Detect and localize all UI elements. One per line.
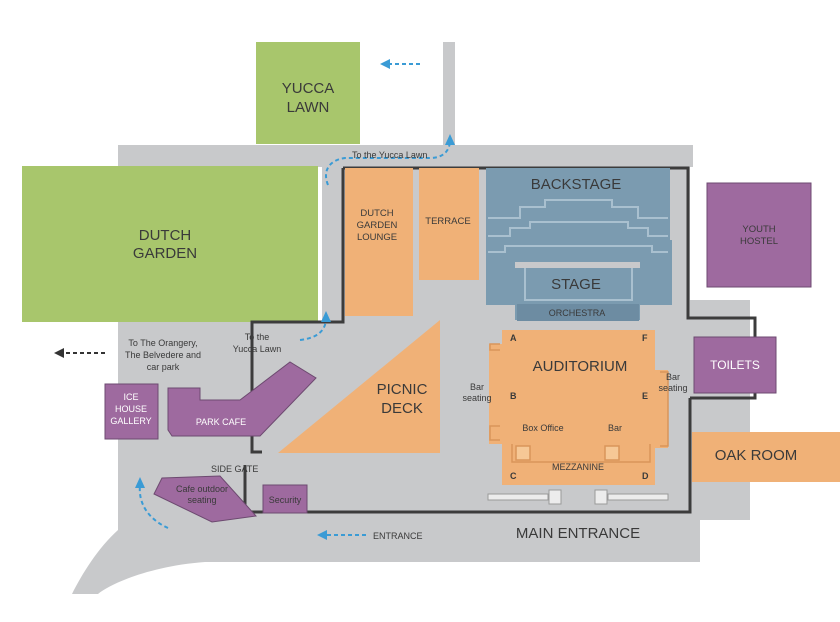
dutch-garden-area[interactable]	[22, 166, 318, 322]
toilets-area[interactable]	[693, 336, 777, 394]
dutch-garden-label-2: GARDEN	[133, 245, 197, 262]
path-to-yucca-lawn	[443, 42, 455, 148]
bar-seating-left-label-1: Bar	[470, 382, 484, 392]
top-path	[118, 145, 693, 167]
seat-letter-e: E	[642, 391, 648, 401]
yucca-lawn-area[interactable]	[256, 42, 360, 144]
main-entrance-road	[72, 518, 700, 594]
security-label: Security	[269, 495, 302, 505]
auditorium-label: AUDITORIUM	[533, 358, 628, 375]
seat-letters: A F B E C D	[510, 333, 649, 481]
cafe-seating-label-1: Cafe outdoor	[176, 484, 228, 494]
area-labels: YUCCA LAWN DUTCH GARDEN BACKSTAGE STAGE …	[110, 80, 797, 505]
youth-hostel-area[interactable]	[706, 182, 812, 288]
stage-steps	[488, 199, 668, 301]
seat-letter-d: D	[642, 471, 649, 481]
arrow-head-icon	[135, 477, 145, 488]
yucca-lawn-label-1: YUCCA	[282, 80, 335, 97]
purple-rooms	[104, 182, 812, 523]
security-area[interactable]	[262, 484, 308, 514]
arrow-head-icon	[380, 59, 390, 69]
seat-letter-c: C	[510, 471, 517, 481]
direction-labels: To the Yucca Lawn To the Yucca Lawn To T…	[125, 150, 640, 542]
arrow-head-icon	[317, 530, 327, 540]
ice-house-label-1: ICE	[123, 392, 138, 402]
entrance-label: ENTRANCE	[373, 531, 423, 541]
auditorium-inner-lines	[489, 343, 669, 463]
backstage-label: BACKSTAGE	[531, 176, 622, 193]
oak-room-label: OAK ROOM	[715, 447, 798, 464]
backstage-area[interactable]	[486, 168, 670, 305]
seat-letter-a: A	[510, 333, 517, 343]
picnic-deck-label-2: DECK	[381, 400, 423, 417]
youth-hostel-label-2: HOSTEL	[740, 236, 778, 247]
ice-house-label-3: GALLERY	[110, 416, 151, 426]
entrance-benches	[487, 489, 669, 505]
toilets-label: TOILETS	[710, 358, 760, 372]
yucca-lawn-label-2: LAWN	[287, 99, 330, 116]
dutch-garden-lounge-area[interactable]	[345, 168, 413, 316]
ice-house-gallery-area[interactable]	[104, 383, 159, 440]
to-yucca-lawn-mid-label-2: Yucca Lawn	[233, 344, 282, 354]
bar-seating-right-area[interactable]	[653, 370, 668, 448]
arrow-head-icon	[54, 348, 64, 358]
stage-label: STAGE	[551, 276, 601, 293]
arrow-head-icon	[321, 311, 331, 322]
bar-seating-right-label-1: Bar	[666, 372, 680, 382]
stage-right-wing	[652, 240, 672, 305]
orchestra-label: ORCHESTRA	[549, 308, 606, 318]
seat-letter-b: B	[510, 391, 517, 401]
stage-block	[486, 168, 672, 321]
ice-house-label-2: HOUSE	[115, 404, 147, 414]
dutch-garden-label-1: DUTCH	[139, 227, 192, 244]
bar-seating-right-label-2: seating	[658, 383, 687, 393]
bar-seating-left-label-2: seating	[462, 393, 491, 403]
to-orangery-label-1: To The Orangery,	[128, 338, 197, 348]
orange-rooms	[278, 168, 840, 485]
orchestra-pit	[517, 304, 639, 321]
oak-room-area[interactable]	[692, 432, 840, 482]
to-orangery-label-2: The Belvedere and	[125, 350, 201, 360]
box-office-label: Box Office	[522, 423, 563, 433]
to-orangery-label-3: car park	[147, 362, 180, 372]
cafe-seating-label-2: seating	[187, 495, 216, 505]
seat-letter-f: F	[642, 333, 648, 343]
picnic-deck-area[interactable]	[278, 320, 440, 453]
to-yucca-lawn-mid-label-1: To the	[245, 332, 270, 342]
park-cafe-area[interactable]	[167, 361, 317, 437]
main-entrance-label: MAIN ENTRANCE	[516, 525, 640, 542]
bar-label: Bar	[608, 423, 622, 433]
east-strip	[690, 300, 750, 520]
lounge-label-2: GARDEN	[357, 220, 398, 231]
terrace-label: TERRACE	[425, 216, 470, 227]
picnic-deck-label-1: PICNIC	[377, 381, 428, 398]
direction-arrows	[54, 59, 455, 540]
park-cafe-label: PARK CAFE	[196, 417, 246, 427]
side-gate-label: SIDE GATE	[211, 464, 258, 474]
bar-seating-left-area[interactable]	[489, 344, 504, 444]
cafe-outdoor-seating-area[interactable]	[153, 475, 258, 523]
mezzanine-label: MEZZANINE	[552, 462, 604, 472]
youth-hostel-label-1: YOUTH	[742, 224, 775, 235]
lounge-label-1: DUTCH	[360, 208, 393, 219]
arrow-head-icon	[445, 134, 455, 145]
terrace-area[interactable]	[419, 168, 479, 280]
lounge-label-3: LOUNGE	[357, 232, 397, 243]
to-yucca-lawn-top-label: To the Yucca Lawn	[352, 150, 427, 160]
